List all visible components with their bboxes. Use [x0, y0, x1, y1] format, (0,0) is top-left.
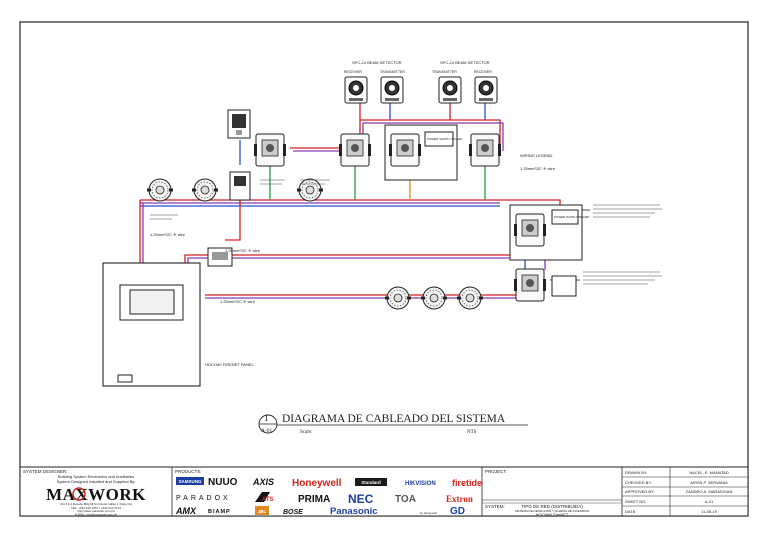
receiver-label-right: RECEIVER [474, 70, 492, 74]
note-lines [150, 179, 662, 285]
conventional-module-left [229, 171, 251, 201]
brand-honeywell: Honeywell [292, 478, 342, 489]
zone-module-3 [468, 133, 502, 167]
brand-samsung: SAMSUNG [178, 479, 202, 484]
checked-by-value: ARVIN P. SERVANIA [690, 480, 728, 485]
brand-by-honeywell: by Honeywell [420, 511, 437, 515]
system-line2: SISTEMA DE DETECCIÓN Y ALARMA DE INCENDI… [515, 508, 590, 513]
smoke-detector-5 [420, 286, 448, 310]
brand-axis: AXIS [252, 477, 274, 487]
beam-detector-group-right: SPC-24 BEAM DETECTOR TRANSMITTER RECEIVE… [432, 60, 498, 104]
beam-transmitter-right [438, 76, 462, 104]
wire-spec-mid: 1.25mm²/2C ✈ wire [225, 248, 261, 253]
designer-email: E-MAIL: info@maxwork.com.ph [75, 513, 118, 517]
power-supply-label-center: POWER SUPPLY BOARD [427, 137, 463, 141]
smoke-detector-4 [384, 286, 412, 310]
brand-biamp: BIAMP [208, 509, 231, 515]
brand-gd: GD [450, 506, 465, 517]
wiring-legend-spec: 1.25mm²/2C ✈ wire [520, 166, 556, 171]
designer-web: http://www.maxwork.com.ph [77, 509, 115, 513]
date-label: DATE: [625, 509, 636, 514]
drawn-by-value: NACEL, E. MANATAD [689, 470, 729, 475]
fire-alarm-panel [102, 262, 201, 387]
brand-standard-badge [355, 478, 387, 486]
designer-line1: Building System Electronics and Auxiliar… [58, 474, 134, 479]
designer-logo-gear-icon [72, 487, 86, 501]
approved-by-value: ZANDRO A. MARASIGAN [686, 489, 733, 494]
right-module-stack: POWER SUPPLY BOARD [509, 204, 590, 302]
designer-logo: MAXWORK [46, 485, 146, 504]
title-ref-number: 1 [264, 413, 269, 423]
designer-tel: TEL: +632 610 3257 / +632 610 4713 [71, 506, 121, 510]
designer-header: SYSTEM DESIGNER: [23, 469, 68, 474]
panel-caption: HOCHIKI FIRENET PANEL [205, 362, 255, 367]
brand-amx: AMX [175, 506, 197, 516]
diagram-title-block: 1 A-01 DIAGRAMA DE CABLEADO DEL SISTEMA … [258, 413, 528, 435]
brand-nec: NEC [348, 492, 374, 506]
brand-ats: ATS [262, 497, 274, 503]
beam-receiver-left [344, 76, 368, 104]
brand-samsung-badge [176, 477, 204, 485]
brand-prima: PRIMA [298, 494, 330, 505]
beam-detector-group-left: SPC-24 BEAM DETECTOR RECEIVER TRANSMITTE… [344, 60, 405, 104]
beam-transmitter-left [380, 76, 404, 104]
products-header: PRODUCTS: [175, 469, 202, 474]
system-line3: HOCHIKI FireNET [536, 512, 569, 517]
designer-address: Unit 3 & 4 Ruiseño Bldg 99 Sn Antonio Va… [60, 502, 133, 506]
zone-module-1 [253, 133, 287, 167]
approved-by-label: APPROVED BY: [625, 489, 655, 494]
beam-detector-right-label: SPC-24 BEAM DETECTOR [440, 60, 490, 65]
wiring-legend-label: WIRING LEGEND [520, 153, 553, 158]
project-header: PROJECT: [485, 469, 507, 474]
receiver-label-left: RECEIVER [344, 70, 362, 74]
transmitter-label-right: TRANSMITTER [432, 70, 457, 74]
wire-spec-lower: 1.25mm²/2C ✈ wire [220, 299, 256, 304]
drawn-by-label: DRAWN BY: [625, 470, 647, 475]
smoke-detector-3 [296, 178, 324, 202]
designer-line2: System Designed Installed and Supplied B… [57, 479, 136, 484]
brand-jbl: JBL [258, 509, 267, 514]
brand-toa: TOA [395, 494, 416, 505]
brand-panasonic: Panasonic [330, 506, 378, 517]
wire-spec-left: 1.25mm²/2C ✈ wire [150, 232, 186, 237]
brand-paradox: PARADOX [176, 495, 231, 502]
beam-receiver-right [474, 76, 498, 104]
brand-ats-mark-icon [255, 492, 270, 502]
diagram-title: DIAGRAMA DE CABLEADO DEL SISTEMA [282, 413, 506, 425]
beam-detector-left-label: SPC-24 BEAM DETECTOR [352, 60, 402, 65]
brand-standard: Standard [361, 480, 381, 485]
sheet-no-label: SHEET NO. [625, 499, 647, 504]
scale-value: NTS [467, 430, 477, 435]
scale-label: Scale: [300, 430, 312, 435]
titleblock [19, 466, 749, 517]
smoke-detector-1 [146, 178, 174, 202]
smoke-detector-6 [456, 286, 484, 310]
brand-jbl-badge [255, 506, 269, 515]
zone-module-2 [338, 133, 372, 167]
sheet-no-value: A-01 [705, 499, 714, 504]
psu-box-mid [207, 247, 233, 267]
transmitter-label-left: TRANSMITTER [380, 70, 405, 74]
checked-by-label: CHECKED BY: [625, 480, 652, 485]
system-line1: TIPO DE RED (DISTRIBUIDA) [521, 504, 583, 509]
title-ref-sheet: A-01 [261, 428, 273, 434]
smoke-detector-2 [191, 178, 219, 202]
power-supply-center: POWER SUPPLY BOARD [384, 124, 463, 181]
brand-logos: SAMSUNG NUUO AXIS Honeywell Standard HIK… [175, 477, 482, 517]
brand-nuuo: NUUO [208, 477, 238, 488]
brand-bose: BOSE [283, 509, 303, 516]
date-value: 11-05-19 [701, 509, 717, 514]
brand-extron: Extron [446, 494, 473, 504]
manual-call-point [227, 109, 251, 139]
power-supply-label-right: POWER SUPPLY BOARD [554, 215, 590, 219]
brand-hikvision: HIKVISION [405, 481, 436, 487]
system-header: SYSTEM: [485, 504, 505, 509]
brand-firetide: firetide [452, 478, 482, 488]
